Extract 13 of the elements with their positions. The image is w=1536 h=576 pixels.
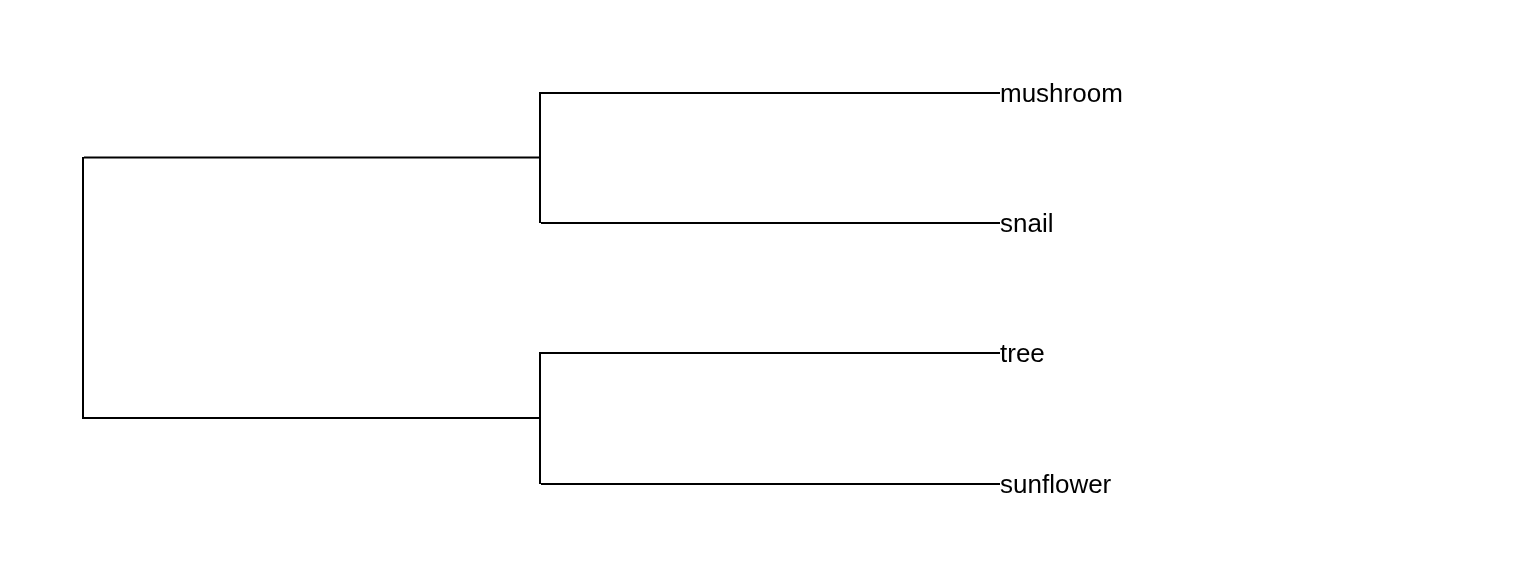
junction-line bbox=[82, 157, 84, 419]
junction-line bbox=[539, 92, 541, 223]
leaf-label: sunflower bbox=[1000, 469, 1112, 499]
branch-line bbox=[83, 417, 540, 419]
branch-line bbox=[540, 352, 1001, 354]
branch-line bbox=[540, 92, 1001, 94]
junction-line bbox=[539, 352, 541, 484]
branch-line bbox=[83, 156, 540, 159]
branch-line bbox=[540, 483, 1001, 485]
leaf-label: snail bbox=[1000, 208, 1054, 238]
leaf-label: tree bbox=[1000, 338, 1045, 368]
branch-line bbox=[540, 222, 1001, 224]
leaf-label: mushroom bbox=[1000, 78, 1123, 108]
